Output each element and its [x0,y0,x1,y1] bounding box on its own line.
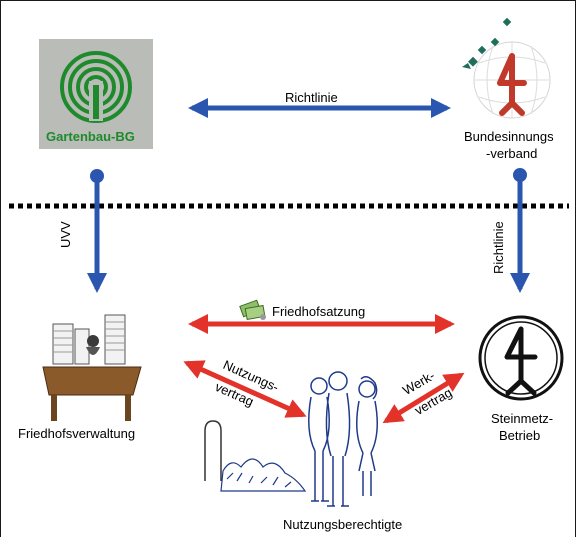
edge-label-uvv: UVV [58,221,73,248]
steinmetz-label-line2: Betrieb [499,428,541,443]
bundesinnungsverband-label-line1: Bundesinnungs [464,129,554,144]
nutzungsberechtigte-label: Nutzungsberechtigte [283,517,403,532]
bundesinnungsverband-label-line2: -verband [486,146,538,161]
arrow-richtlinie-right [510,168,530,293]
gartenbau-label: Gartenbau-BG [46,129,135,144]
arrow-werkvertrag [382,372,465,424]
edge-label-richtlinie-right: Richtlinie [491,221,506,274]
office-desk-icon [42,314,142,421]
edge-label-richtlinie-top: Richtlinie [285,90,338,105]
arrow-uvv [87,169,107,293]
arrow-nutzungsvertrag [183,360,307,418]
steinmetz-logo [478,315,564,401]
edge-label-friedhofsatzung: Friedhofsatzung [272,304,366,319]
people-icon [308,371,378,507]
money-icon [239,299,266,321]
gravestone-icon [204,420,307,492]
steinmetz-label-line1: Steinmetz- [491,411,554,426]
gartenbau-logo [39,39,153,149]
bundesinnungsverband-logo [462,17,551,119]
friedhofsverwaltung-label: Friedhofsverwaltung [18,426,136,441]
